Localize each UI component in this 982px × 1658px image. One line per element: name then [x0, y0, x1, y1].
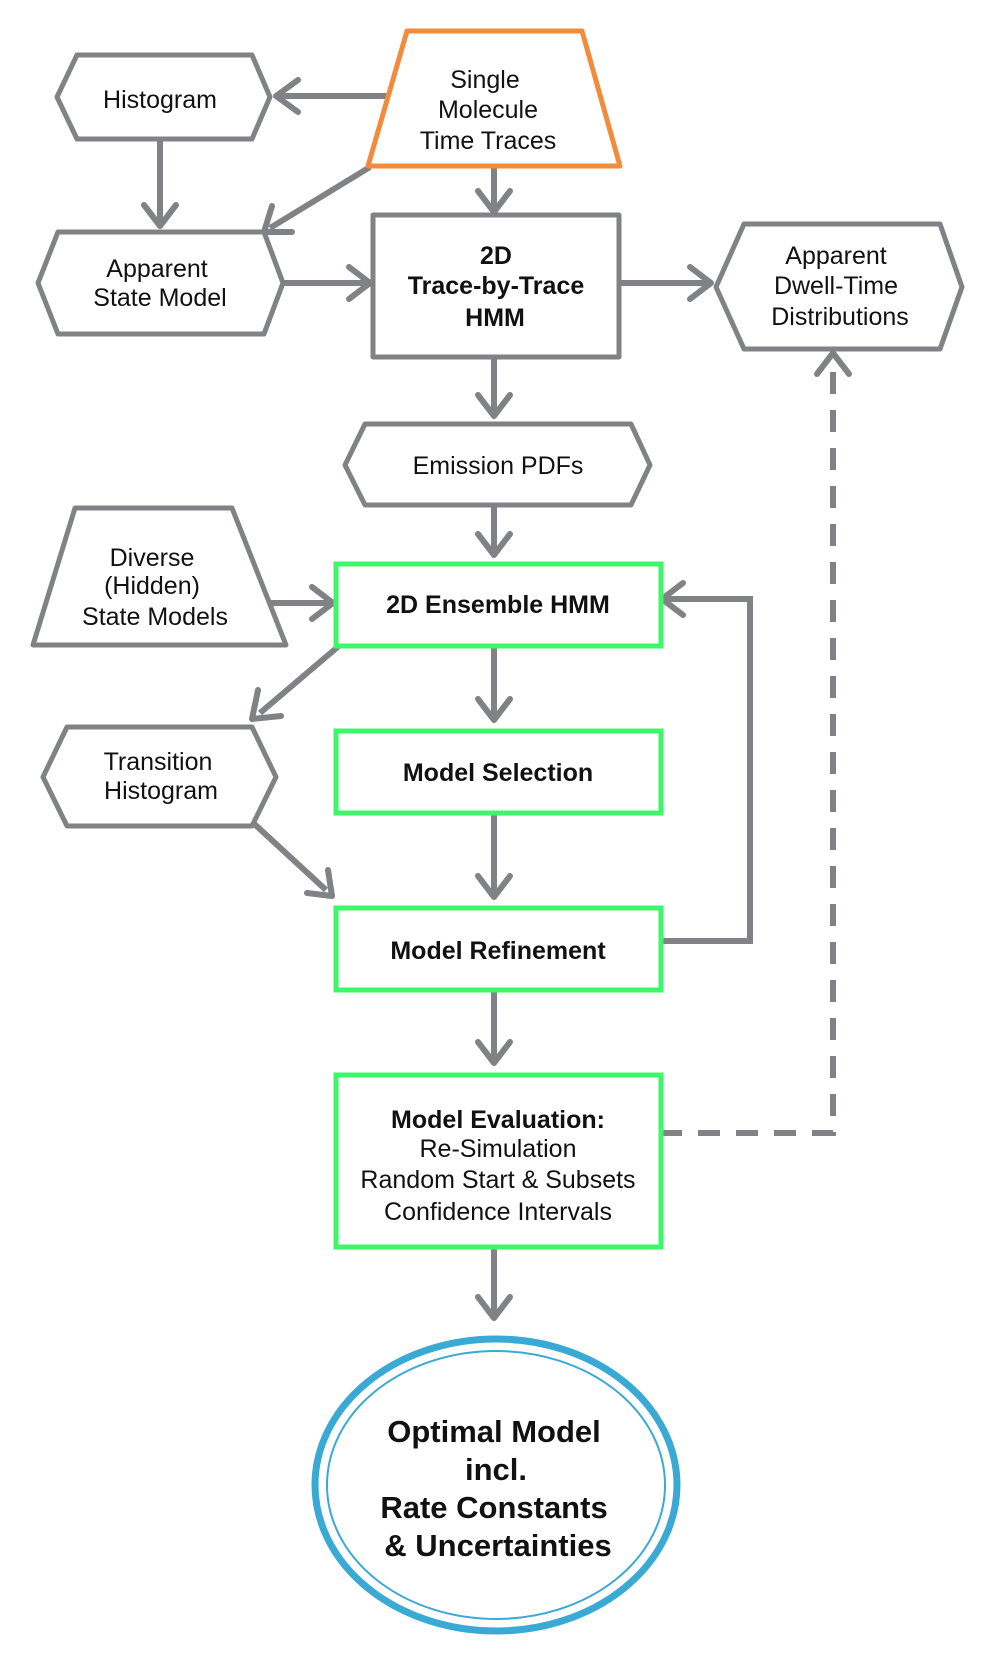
node-label-line: Emission PDFs [413, 452, 584, 480]
box-shape [333, 1072, 664, 1250]
arrowhead [475, 188, 513, 215]
node-apparent-dwell-time: Apparent Dwell-Time Distributions [713, 221, 965, 352]
node-label-line: HMM [465, 304, 525, 332]
trapezoid-shape [30, 505, 289, 648]
node-optimal-model: Optimal Model incl. Rate Constants & Unc… [311, 1335, 681, 1635]
arrowhead [475, 873, 513, 900]
inner-ring [326, 1350, 666, 1620]
box-shape [333, 728, 664, 816]
node-apparent-state-model: Apparent State Model [35, 229, 286, 337]
arrowhead [475, 1294, 513, 1321]
node-diverse-state-models: Diverse (Hidden) State Models [30, 505, 289, 648]
arrow-ensemble-to-transition [258, 642, 342, 716]
node-label-line: Rate Constants [380, 1490, 607, 1525]
hexagon-shape [54, 52, 273, 142]
connectors [141, 77, 852, 1321]
box-shape [333, 561, 664, 649]
arrowhead [475, 696, 513, 723]
trapezoid-shape [365, 28, 623, 169]
node-transition-histogram: Transition Histogram [40, 724, 279, 829]
node-label-line: Model Refinement [390, 937, 606, 965]
node-histogram: Histogram [54, 52, 273, 142]
node-label-line: Time Traces [420, 127, 557, 155]
node-label-line: Re-Simulation [419, 1135, 576, 1163]
node-label-line: Molecule [438, 96, 538, 124]
node-title: Model Evaluation: [391, 1106, 605, 1134]
hexagon-shape [40, 724, 279, 829]
node-single-molecule-traces: Single Molecule Time Traces [365, 28, 623, 169]
arrowhead [309, 584, 336, 622]
node-label-line: Apparent [785, 242, 887, 270]
arrowhead [249, 687, 284, 722]
node-label-line: Apparent [106, 255, 208, 283]
node-label-line: State Model [93, 284, 226, 312]
outer-ring [311, 1335, 681, 1635]
node-label-line: Single [450, 66, 520, 94]
node-model-selection: Model Selection [333, 728, 664, 816]
arrowhead [475, 531, 513, 558]
node-label-line: Confidence Intervals [384, 1198, 612, 1226]
node-label-line: incl. [465, 1452, 527, 1487]
node-label-line: & Uncertainties [384, 1528, 611, 1563]
arrow-traces-to-state-model [268, 164, 372, 231]
arrowhead [475, 392, 513, 419]
node-trace-by-trace-hmm: 2D Trace-by-Trace HMM [370, 212, 622, 360]
node-label-line: Histogram [103, 86, 217, 114]
node-label-line: (Hidden) [104, 572, 200, 600]
node-label-line: Transition [104, 748, 213, 776]
hexagon-shape [342, 421, 653, 508]
arrowhead [475, 1039, 513, 1066]
node-label-line: Dwell-Time [774, 272, 898, 300]
node-label-line: 2D [480, 242, 512, 270]
arrowhead [814, 350, 852, 377]
dashed-link-dwell-to-evaluation [612, 372, 836, 1136]
arrowhead [141, 202, 179, 229]
arrowhead [304, 867, 335, 899]
node-label-line: State Models [82, 603, 228, 631]
box-shape [333, 905, 664, 993]
node-emission-pdfs: Emission PDFs [342, 421, 653, 508]
node-ensemble-hmm: 2D Ensemble HMM [333, 561, 664, 649]
node-label-line: Trace-by-Trace [408, 272, 585, 300]
node-label-line: Distributions [771, 303, 909, 331]
box-shape [370, 212, 622, 360]
arrow-transition-to-refinement [247, 817, 329, 893]
node-label-line: Histogram [104, 777, 218, 805]
arrowhead [687, 264, 714, 302]
arrowhead [346, 264, 373, 302]
node-label-line: Diverse [110, 544, 195, 572]
arrowhead [273, 77, 301, 115]
node-model-evaluation: Model Evaluation: Re-Simulation Random S… [333, 1072, 664, 1250]
hexagon-shape [713, 221, 965, 352]
node-label-line: Random Start & Subsets [360, 1166, 635, 1194]
node-label-line: 2D Ensemble HMM [386, 591, 610, 619]
node-model-refinement: Model Refinement [333, 905, 664, 993]
node-label-line: Model Selection [403, 759, 593, 787]
node-label-line: Optimal Model [387, 1414, 601, 1449]
arrow-refinement-to-ensemble-loop [658, 596, 753, 944]
hexagon-shape [35, 229, 286, 337]
